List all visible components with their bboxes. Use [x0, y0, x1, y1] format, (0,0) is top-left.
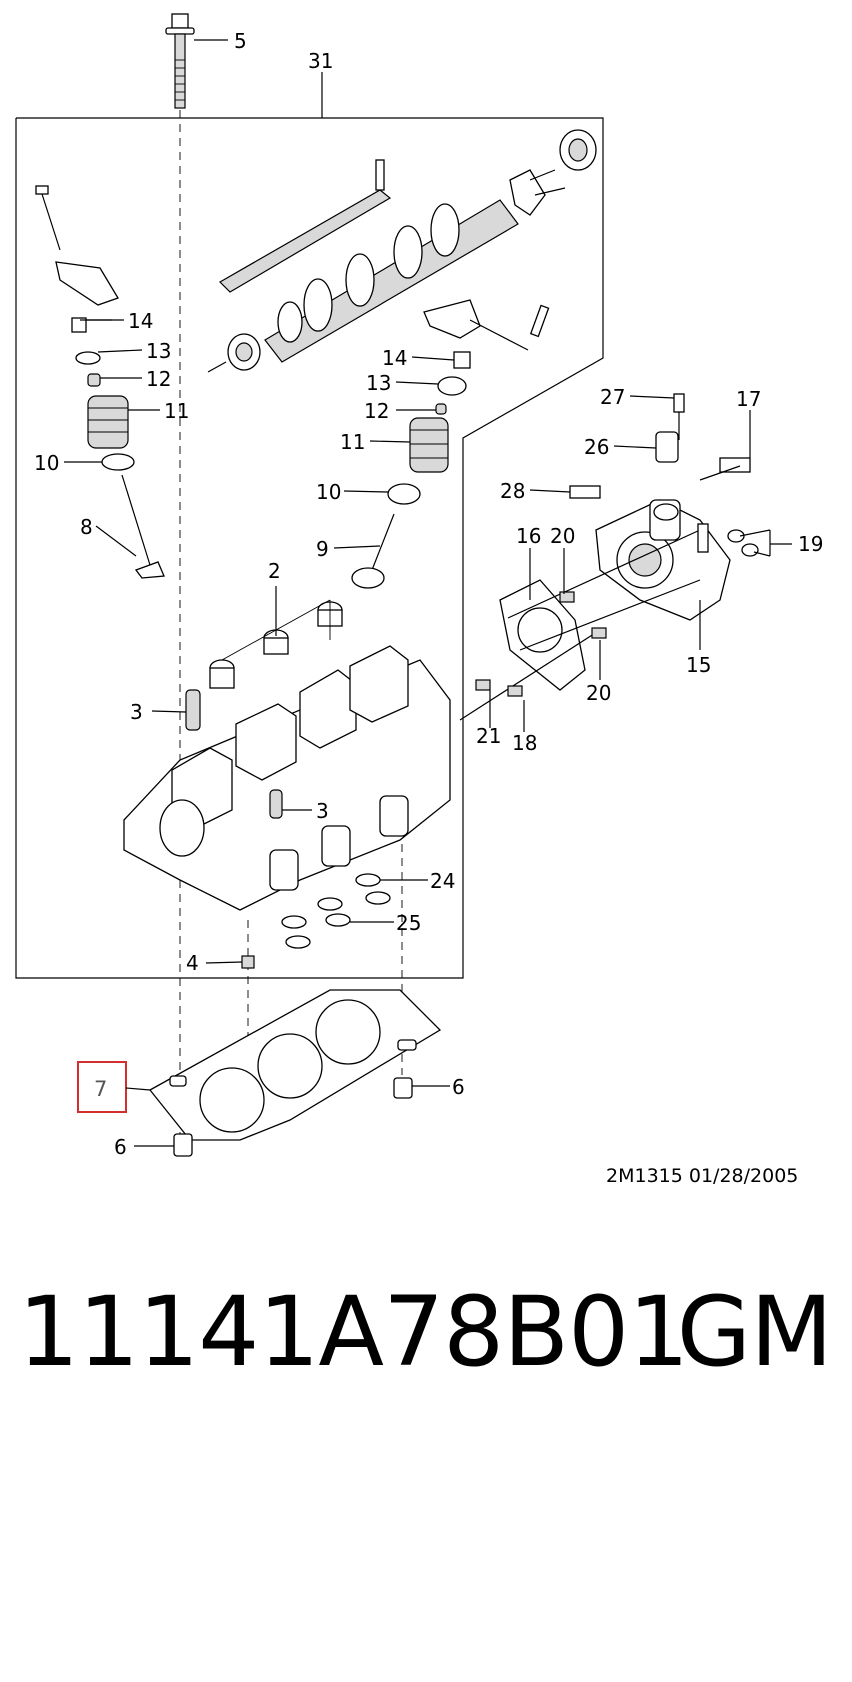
callout-6-right: 6 [452, 1075, 465, 1099]
callout-labels: 5 31 14 13 12 11 10 8 14 13 12 11 10 9 2… [34, 29, 823, 1159]
right-valve-train [351, 351, 471, 589]
callout-19: 19 [798, 532, 823, 556]
callout-3-center: 3 [316, 799, 329, 823]
callout-28: 28 [500, 479, 525, 503]
callout-21: 21 [476, 724, 501, 748]
leader-lines [64, 319, 792, 1147]
callout-27: 27 [600, 385, 625, 409]
callout-20-top: 20 [550, 524, 575, 548]
callout-8: 8 [80, 515, 93, 539]
callout-14-right: 14 [382, 346, 407, 370]
callout-13-right: 13 [366, 371, 391, 395]
head-gasket [149, 989, 442, 1141]
dowel-pins [173, 1077, 413, 1157]
callout-12-left: 12 [146, 367, 171, 391]
highlight-box[interactable] [77, 1061, 127, 1113]
left-valve-train [35, 185, 165, 579]
water-outlet-housing [459, 393, 759, 721]
callout-15: 15 [686, 653, 711, 677]
cylinder-head [123, 599, 451, 911]
callout-4: 4 [186, 951, 199, 975]
brand-name: GM [676, 1276, 833, 1388]
callout-16: 16 [516, 524, 541, 548]
callout-6-left: 6 [114, 1135, 127, 1159]
callout-7-highlighted: 7 [94, 1077, 107, 1101]
callout-11-left: 11 [164, 399, 189, 423]
callout-5: 5 [234, 29, 247, 53]
callout-17: 17 [736, 387, 761, 411]
exploded-diagram: 5 31 14 13 12 11 10 8 14 13 12 11 10 9 2… [15, 13, 823, 1187]
callout-13-left: 13 [146, 339, 171, 363]
callout-9: 9 [316, 537, 329, 561]
callout-11-right: 11 [340, 430, 365, 454]
callout-24: 24 [430, 869, 455, 893]
callout-12-right: 12 [364, 399, 389, 423]
head-bolt [165, 13, 228, 109]
callout-3-left: 3 [130, 700, 143, 724]
assembly-frame [15, 72, 604, 979]
camshaft-assembly [207, 129, 597, 373]
callout-26: 26 [584, 435, 609, 459]
callout-2: 2 [268, 559, 281, 583]
callout-25: 25 [396, 911, 421, 935]
callout-18: 18 [512, 731, 537, 755]
callout-14-left: 14 [128, 309, 153, 333]
part-number: 11141A78B01 [18, 1276, 689, 1388]
part-number-banner: 11141A78B01 GM [18, 1262, 838, 1402]
port-seals [241, 873, 391, 969]
drawing-stamp: 2M1315 01/28/2005 [606, 1165, 798, 1187]
callout-20-bottom: 20 [586, 681, 611, 705]
callout-10-left: 10 [34, 451, 59, 475]
callout-31: 31 [308, 49, 333, 73]
callout-10-right: 10 [316, 480, 341, 504]
